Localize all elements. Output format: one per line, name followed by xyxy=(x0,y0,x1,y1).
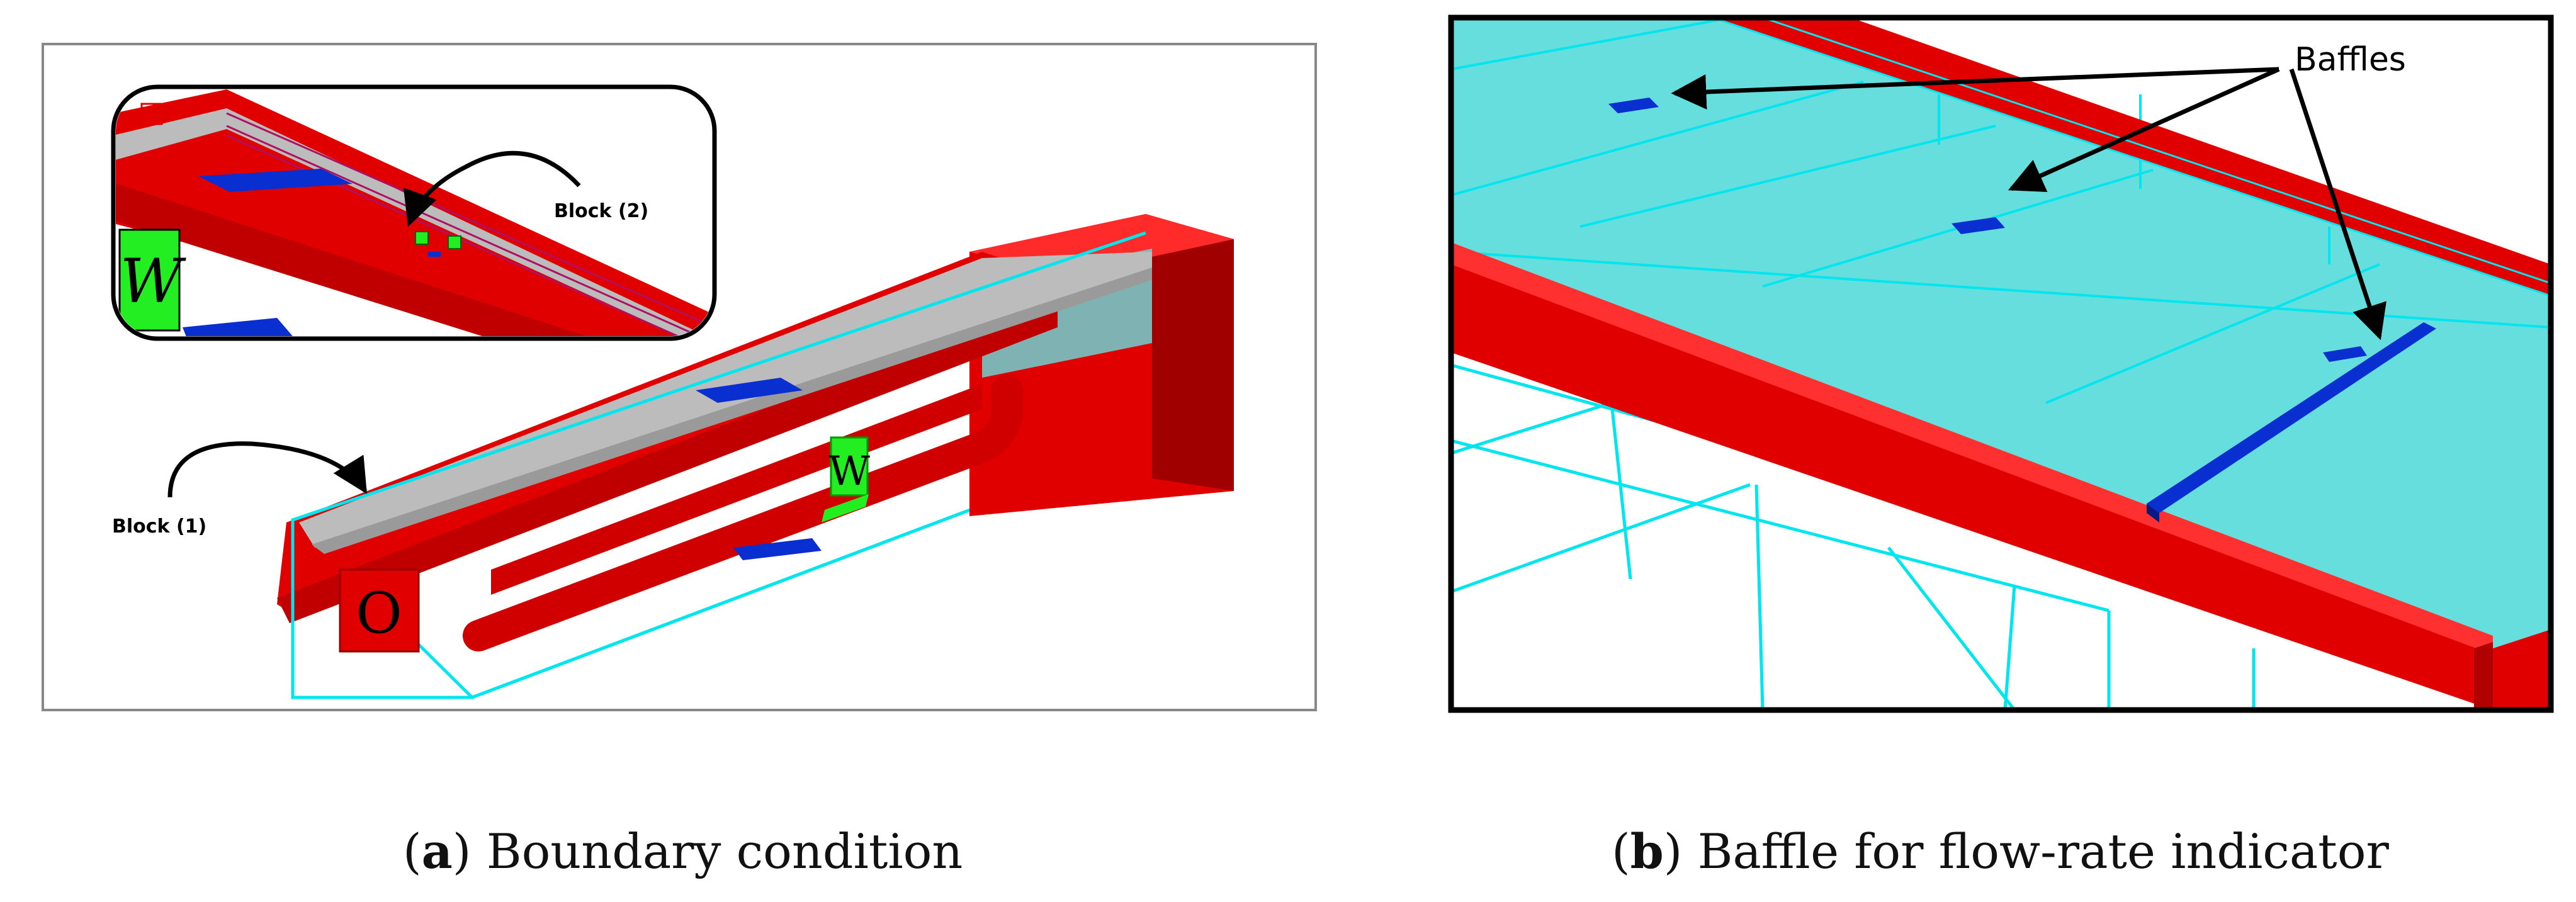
baffle-1 xyxy=(1608,98,1659,113)
water-surface xyxy=(1451,18,2551,648)
arrow-block-1 xyxy=(167,441,367,498)
outlet-block: O xyxy=(339,568,420,653)
caption-b-text: Baffle for flow-rate indicator xyxy=(1697,823,2389,879)
baffle-floor xyxy=(696,378,803,403)
caption-a-text: Boundary condition xyxy=(486,823,963,879)
panel-b-frame xyxy=(1448,14,2554,713)
inset-zoom: W xyxy=(111,84,717,341)
baffle-arrows xyxy=(1671,67,2387,341)
caption-a-letter: a xyxy=(421,823,453,879)
label-baffles: Baffles xyxy=(2295,41,2406,79)
svg-text:W: W xyxy=(828,448,870,495)
panel-b: Baffles xyxy=(1448,14,2554,713)
caption-b-letter: b xyxy=(1630,823,1664,879)
outlet-marker: O xyxy=(356,580,402,646)
baffle-2 xyxy=(1952,217,2005,234)
baffle-3 xyxy=(2323,346,2367,362)
baffle-under xyxy=(733,538,822,560)
label-block-1: Block (1) xyxy=(112,516,206,538)
svg-text:W: W xyxy=(120,246,187,317)
label-block-2: Block (2) xyxy=(554,200,648,222)
caption-a: (a) Boundary condition xyxy=(403,823,963,879)
panel-a: O W xyxy=(42,43,1317,711)
weir-marker: W xyxy=(822,436,870,522)
baffle-long xyxy=(2147,322,2436,513)
caption-b: (b) Baffle for flow-rate indicator xyxy=(1612,823,2389,879)
domain-wireframe-front xyxy=(291,231,1146,697)
